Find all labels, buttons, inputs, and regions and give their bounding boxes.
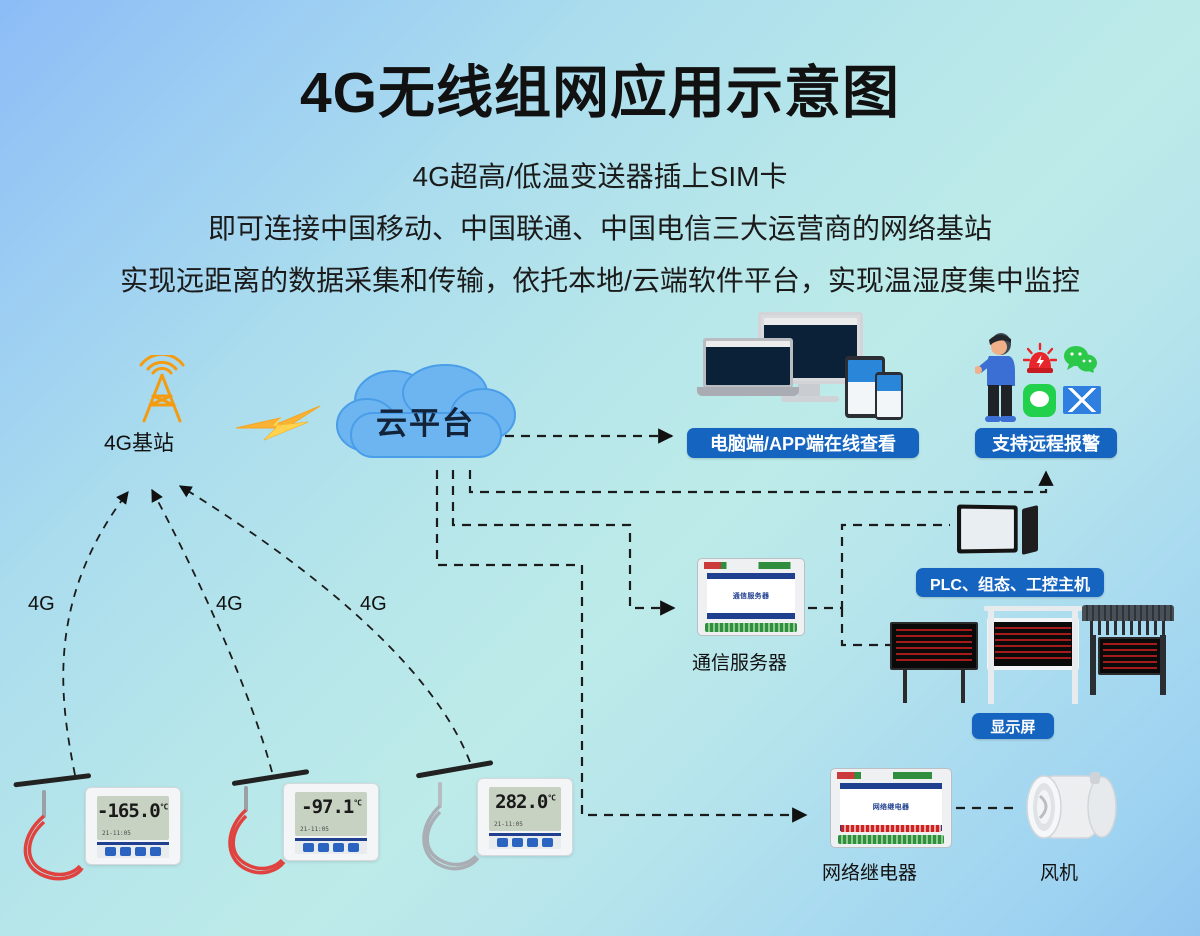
phone-icon (875, 372, 903, 420)
sensor-3-unit: °C (547, 793, 556, 803)
sensor-3-lcd: 282.0°C 21-11:05 (489, 787, 561, 831)
sensor-2-keypad[interactable] (295, 838, 367, 854)
sensor-1-value-row: -165.0°C (97, 800, 168, 822)
subtitle-line-3: 实现远距离的数据采集和传输，依托本地/云端软件平台，实现温湿度集中监控 (120, 265, 1080, 296)
led-board-2-post-right (1072, 608, 1078, 704)
pc-app-label[interactable]: 电脑端/APP端在线查看 (687, 428, 919, 458)
link-label-4g-3: 4G (360, 593, 387, 615)
email-icon (1063, 386, 1101, 414)
sensor-3-probe-cable (422, 782, 480, 871)
led-board-3-pavilion (1082, 605, 1174, 705)
cell-tower-icon (139, 355, 185, 423)
subtitle-line-2: 即可连接中国移动、中国联通、中国电信三大运营商的网络基站 (207, 213, 992, 244)
temperature-sensor-3: 282.0°C 21-11:05 (415, 760, 573, 856)
cloud-platform-node[interactable]: 云平台 (333, 363, 518, 468)
sensor-3-value: 282.0 (495, 791, 548, 813)
plc-industrial-monitor-icon (957, 504, 1018, 554)
led-board-2 (987, 618, 1079, 670)
sensor-1-value: -165.0 (97, 800, 161, 822)
sensor-3-subtext: 21-11:05 (494, 821, 523, 828)
page-title: 4G无线组网应用示意图 (299, 61, 901, 125)
network-relay-device: 网络继电器 (830, 768, 952, 848)
link-commserver-to-plc (808, 523, 950, 610)
communication-server-label: 通信服务器 (692, 653, 788, 674)
cloud-platform-label: 云平台 (376, 406, 475, 441)
communication-server-device: 通信服务器 (697, 558, 805, 636)
link-commserver-to-display (840, 608, 890, 647)
sensor-1-lcd: -165.0°C 21-11:05 (97, 796, 169, 840)
sensor-2-value: -97.1 (301, 796, 354, 818)
network-relay-label: 网络继电器 (822, 863, 918, 884)
sensor-2-lcd: -97.1°C 21-11:05 (295, 792, 367, 836)
sensor-2-subtext: 21-11:05 (300, 826, 329, 833)
link-sensor1-to-tower (62, 491, 129, 776)
laptop-icon (697, 338, 799, 396)
plc-label[interactable]: PLC、组态、工控主机 (916, 568, 1104, 597)
sensor-2-unit: °C (353, 798, 362, 808)
subtitle-line-1: 4G超高/低温变送器插上SIM卡 (412, 161, 788, 192)
sms-icon (1023, 384, 1056, 417)
remote-alarm-label[interactable]: 支持远程报警 (975, 428, 1117, 458)
plc-monitor-side-icon (1022, 505, 1038, 555)
link-cloud-to-relay (435, 470, 808, 823)
link-label-4g-2: 4G (216, 593, 243, 615)
person-icon (975, 333, 1016, 422)
temperature-sensor-1: -165.0°C 21-11:05 (13, 773, 181, 865)
display-screen-label[interactable]: 显示屏 (972, 713, 1054, 739)
led-board-2-post-left (988, 608, 994, 704)
siren-icon (1023, 342, 1057, 373)
relay-brand: 网络继电器 (872, 804, 910, 811)
sensor-2-value-row: -97.1°C (295, 796, 362, 818)
led-board-1-leg-right (961, 668, 965, 703)
fan-icon (1026, 772, 1117, 839)
sensor-1-probe-cable (23, 790, 84, 881)
temperature-sensor-2: -97.1°C 21-11:05 (231, 769, 379, 861)
lightning-bolt-icon (235, 405, 321, 441)
led-board-1 (890, 622, 978, 670)
base-station-label: 4G基站 (104, 432, 175, 455)
led-board-1-leg-left (903, 668, 907, 703)
link-sensor2-to-tower (151, 488, 273, 773)
sensor-1-subtext: 21-11:05 (102, 830, 131, 837)
link-label-4g-1: 4G (28, 593, 55, 615)
monitor-neck (798, 384, 820, 397)
sensor-3-keypad[interactable] (489, 833, 561, 849)
commserver-brand: 通信服务器 (732, 593, 770, 600)
sensor-2-probe-cable (228, 786, 286, 875)
link-cloud-to-alarm (468, 470, 1054, 494)
sensor-1-keypad[interactable] (97, 842, 169, 858)
sensor-3-value-row: 282.0°C (489, 791, 556, 813)
sensor-1-unit: °C (159, 802, 169, 812)
led-board-2-top-bar (984, 606, 1082, 611)
wechat-icon (1064, 346, 1097, 374)
link-cloud-to-commserver (451, 470, 676, 616)
link-sensor3-to-tower (178, 485, 471, 763)
monitor-base (781, 396, 839, 402)
pc-app-devices-illustration (697, 312, 903, 424)
fan-label: 风机 (1040, 863, 1079, 884)
remote-alarm-illustration (975, 330, 1101, 426)
